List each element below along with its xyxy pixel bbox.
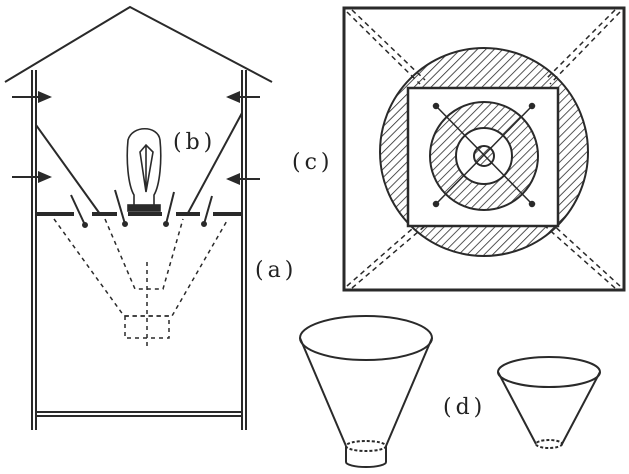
label-b: (b): [173, 130, 217, 155]
lamp-bulb: [126, 127, 162, 212]
roof: [4, 5, 273, 83]
floor: [35, 411, 243, 417]
large-cone: [299, 315, 433, 468]
trap-housing: [4, 5, 273, 430]
baffle: [35, 124, 101, 215]
small-cone: [497, 356, 601, 449]
label-a: (a): [255, 258, 298, 283]
label-c: (c): [292, 150, 334, 175]
label-d: (d): [443, 395, 487, 420]
trap-top-view: [342, 6, 626, 292]
baffle: [187, 112, 243, 214]
funnel-dashed: [53, 218, 229, 350]
flaps: [70, 189, 213, 228]
